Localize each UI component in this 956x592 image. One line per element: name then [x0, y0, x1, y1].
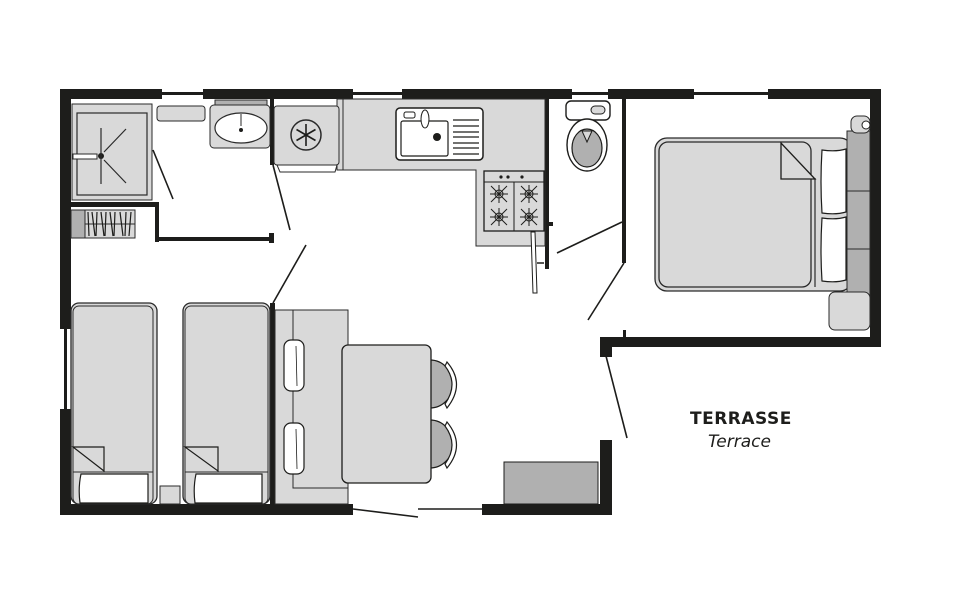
double-bed-mattress — [658, 141, 812, 288]
soap-dispenser — [403, 111, 416, 119]
window-top-1 — [162, 92, 203, 95]
cushion — [283, 339, 305, 392]
bathroom — [70, 99, 271, 239]
wall-bedroom-bottom — [600, 337, 881, 347]
wall-post — [600, 337, 612, 357]
wall-bottom-2 — [482, 504, 612, 515]
bed-sheet-fold — [71, 446, 105, 473]
interior-walls — [71, 99, 626, 504]
chair-back — [444, 360, 458, 410]
kitchen-tap-icon — [420, 109, 430, 129]
light-icon — [861, 120, 871, 130]
wc — [565, 100, 611, 172]
pillow — [820, 216, 847, 283]
wall-top-1 — [60, 89, 162, 99]
wall-left-1 — [60, 89, 71, 329]
burner-icon — [520, 185, 538, 203]
duvet-fold — [780, 141, 817, 180]
flush-button — [590, 105, 606, 115]
living-dining — [274, 309, 599, 505]
window-left — [64, 329, 67, 409]
window-top-4 — [694, 92, 768, 95]
wall-terrace-post — [600, 440, 612, 515]
snowflake-glyph — [296, 124, 316, 146]
wall-top-4 — [608, 89, 694, 99]
burner-icon — [490, 208, 508, 226]
cushion — [283, 422, 305, 475]
terrace-label-translation: Terrace — [708, 432, 771, 452]
sink-drain-icon — [433, 133, 441, 141]
door-bathroom[interactable] — [152, 149, 174, 200]
exterior-walls — [60, 89, 881, 515]
terrace-label: TERRASSE — [690, 409, 792, 429]
drainer — [453, 119, 479, 155]
hob-knobs — [499, 175, 524, 179]
burner-icon — [520, 208, 538, 226]
dining-table — [341, 344, 432, 484]
master-bedroom — [654, 115, 871, 331]
shower-head — [72, 153, 98, 160]
wall-bathroom-corridor-h — [155, 237, 272, 241]
pillow — [78, 473, 149, 504]
bed-sheet-fold — [183, 446, 219, 473]
wall-bedroom-stub — [623, 330, 626, 338]
basin-drain-icon — [239, 128, 243, 132]
pillow — [193, 473, 263, 504]
wall-twin-living — [270, 303, 275, 504]
towel-rail — [156, 105, 206, 122]
chair-back — [444, 420, 458, 470]
toilet-bowl — [571, 128, 603, 168]
door-terrace[interactable] — [605, 355, 628, 439]
pillow — [820, 148, 847, 215]
wall-top-5 — [768, 89, 880, 99]
doors — [152, 149, 628, 518]
wall-right — [870, 89, 881, 347]
hob-lid[interactable] — [530, 231, 538, 294]
bedside-table — [159, 485, 181, 505]
window-top-2 — [353, 92, 402, 95]
fridge-door[interactable] — [276, 164, 338, 173]
wall-left-2 — [60, 409, 71, 515]
shower-water-icon — [100, 128, 127, 184]
shelf-unit-side — [70, 209, 86, 239]
wall-bathroom-bottom — [71, 202, 159, 207]
door-entrance-1[interactable] — [352, 508, 419, 518]
burner-icon — [490, 185, 508, 203]
kitchen — [273, 98, 546, 294]
door-master-bedroom[interactable] — [587, 262, 625, 321]
wall-wc-right — [622, 99, 626, 263]
wall-top-3 — [402, 89, 572, 99]
hangers-icon — [87, 211, 132, 237]
wall-bath-kitchen — [270, 99, 274, 165]
burner-icons — [490, 185, 538, 226]
headboard — [846, 130, 871, 308]
window-top-3 — [572, 92, 608, 95]
wall-top-2 — [203, 89, 353, 99]
door-kitchen-1[interactable] — [272, 164, 291, 231]
wall-wc-stub — [548, 222, 553, 226]
wall-stub — [269, 233, 274, 243]
twin-bedroom — [70, 302, 271, 505]
door-wc[interactable] — [556, 221, 623, 254]
door-twin-bedroom[interactable] — [272, 244, 307, 304]
sideboard — [503, 461, 599, 505]
wall-wc-left — [545, 99, 549, 269]
wall-bottom-1 — [60, 504, 353, 515]
wall-bathroom-corridor-v — [155, 202, 159, 242]
bedside-table — [828, 291, 871, 331]
